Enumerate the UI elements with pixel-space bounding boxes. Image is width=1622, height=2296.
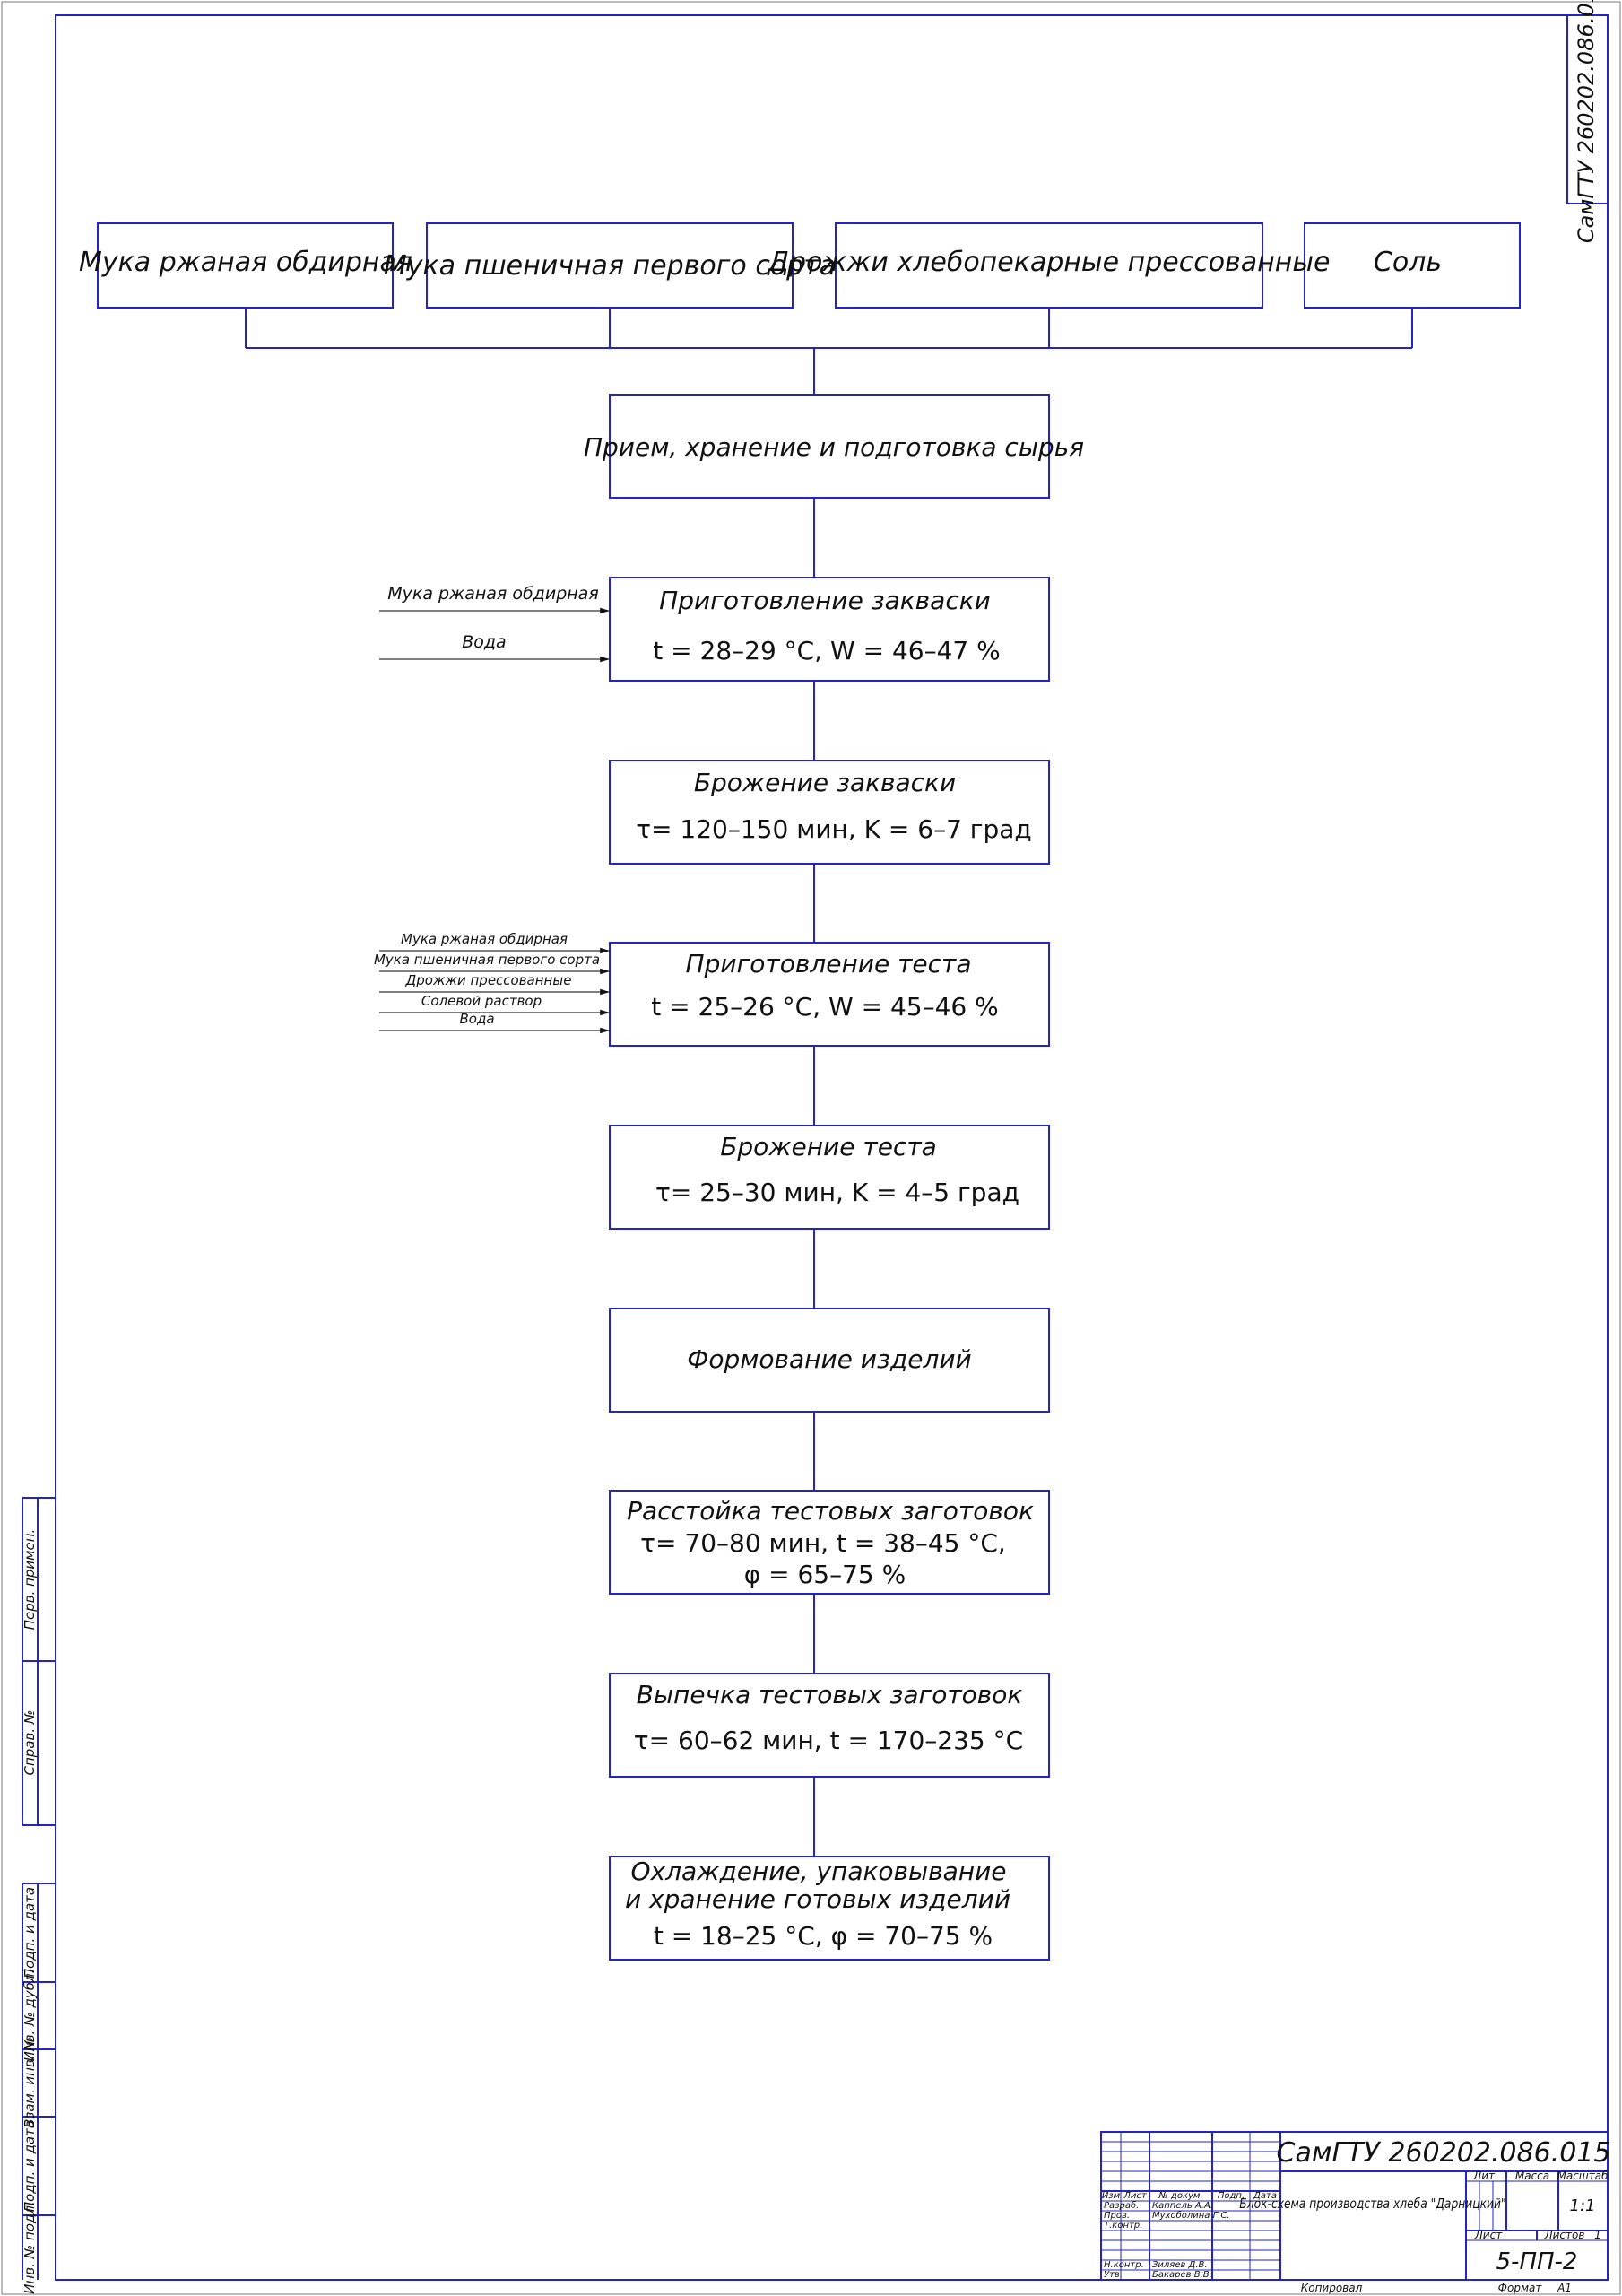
step-box-7	[609, 1673, 1050, 1778]
tb-lit-label: Лит.	[1472, 2170, 1498, 2182]
tb-scale-label: Масштаб	[1557, 2170, 1609, 2182]
feed-label: Дрожжи прессованные	[405, 972, 572, 988]
title-block	[1100, 2131, 1609, 2281]
step-title-4: Брожение теста	[720, 1132, 937, 1161]
tb-scale-value: 1:1	[1570, 2196, 1596, 2215]
step-title-3: Приготовление теста	[686, 949, 972, 978]
side-label-6: Инв. № подл.	[22, 2201, 38, 2293]
step-params-8: t = 18–25 °С, φ = 70–75 %	[654, 1921, 993, 1951]
tb-col-sign: Подп.	[1218, 2191, 1245, 2201]
feed-group-dough	[379, 947, 610, 1034]
tb-format-label: Формат	[1498, 2282, 1543, 2294]
tb-copied-label: Копировал	[1301, 2282, 1363, 2294]
step-title-6: Расстойка тестовых заготовок	[627, 1496, 1034, 1526]
tb-sheets-label: Листов	[1544, 2229, 1585, 2241]
step-title-7: Выпечка тестовых заготовок	[637, 1680, 1023, 1709]
side-label-3: Инв. № дубл.	[22, 1970, 38, 2062]
step-params-6b: φ = 65–75 %	[744, 1560, 906, 1589]
tb-sheet-code: 5-ПП-2	[1496, 2248, 1578, 2275]
step-box-8	[609, 1856, 1050, 1961]
step-params-6a: τ= 70–80 мин, t = 38–45 °С,	[640, 1528, 1006, 1558]
feed-label: Мука ржаная обдирная	[401, 931, 568, 947]
step-box-1	[609, 577, 1050, 682]
tb-name: Каппель А.А.	[1152, 2201, 1213, 2211]
side-label-5: Подп. и дата	[22, 2120, 38, 2212]
feed-group-starter: Мука ржаная обдирная Вода	[379, 584, 610, 663]
feed-label: Мука пшеничная первого сорта	[374, 952, 600, 968]
tb-sheet-label: Лист	[1474, 2229, 1503, 2241]
step-params-1: t = 28–29 °С, W = 46–47 %	[653, 636, 1000, 665]
step-title-5: Формование изделий	[687, 1344, 972, 1374]
input-label-0: Мука ржаная обдирная	[79, 247, 412, 278]
tb-role: Пров.	[1104, 2211, 1130, 2221]
step-params-4: τ= 25–30 мин, K = 4–5 град	[655, 1178, 1019, 1207]
tb-col-list: Лист	[1123, 2191, 1148, 2201]
step-title-1: Приготовление закваски	[659, 586, 991, 615]
side-label-1: Справ. №	[22, 1710, 38, 1776]
step-title-2: Брожение закваски	[694, 768, 956, 797]
tb-role: Разраб.	[1104, 2200, 1139, 2211]
step-box-2	[609, 760, 1050, 865]
tb-col-date: Дата	[1253, 2191, 1277, 2201]
step-box-5	[609, 1308, 1050, 1413]
feed-label: Вода	[459, 1011, 494, 1027]
step-box-6	[609, 1490, 1050, 1595]
side-label-4: Взам. инв. №	[22, 2037, 38, 2128]
tb-mass-label: Масса	[1515, 2170, 1549, 2182]
title-block-doc-code: СамГТУ 260202.086.015	[1277, 2137, 1611, 2169]
input-box-salt	[1304, 222, 1521, 309]
tb-drawing-title: Блок-схема производства хлеба "Дарницкий…	[1239, 2196, 1505, 2212]
drawing-frame	[55, 14, 1609, 2281]
input-label-1: Мука пшеничная первого сорта	[384, 250, 836, 282]
tb-format-value: А1	[1557, 2282, 1572, 2294]
side-label-2: Подп. и дата	[22, 1887, 38, 1979]
step-title-8b: и хранение готовых изделий	[625, 1884, 1010, 1914]
step-box-4	[609, 1125, 1050, 1230]
step-title-8a: Охлаждение, упаковывание	[630, 1857, 1006, 1886]
input-label-2: Дрожжи хлебопекарные прессованные	[767, 247, 1331, 278]
side-label-0: Перв. примен.	[22, 1529, 38, 1631]
tb-name: Бакарев В.В.	[1152, 2270, 1212, 2280]
doc-code-stamp: СамГТУ 260202.086.015	[1566, 0, 1609, 243]
tb-col-izm: Изм	[1102, 2191, 1121, 2201]
step-box-0	[609, 394, 1050, 499]
tb-role: Н.контр.	[1104, 2260, 1144, 2270]
tb-col-doc: № докум.	[1158, 2191, 1202, 2201]
step-title-0: Прием, хранение и подготовка сырья	[584, 432, 1084, 462]
step-params-2: τ= 120–150 мин, K = 6–7 град	[636, 814, 1032, 844]
side-stamp-labels: Перв. примен. Справ. № Подп. и дата Инв.…	[22, 1529, 38, 2294]
feed-label: Вода	[462, 632, 506, 652]
input-collector	[245, 308, 1413, 395]
tb-name: Мухоболина Г.С.	[1152, 2210, 1230, 2221]
feed-label: Мука ржаная обдирная	[387, 584, 599, 604]
side-stamp	[22, 1497, 56, 2280]
feed-label: Солевой раствор	[421, 993, 542, 1009]
doc-code-rotated: СамГТУ 260202.086.015	[1574, 0, 1599, 243]
tb-name: Зиляев Д.В.	[1152, 2260, 1208, 2270]
tb-sheets-value: 1	[1594, 2229, 1601, 2241]
step-params-3: t = 25–26 °С, W = 45–46 %	[651, 992, 998, 1022]
tb-role: Т.контр.	[1104, 2221, 1142, 2231]
tb-role: Утв.	[1104, 2270, 1123, 2280]
input-label-3: Соль	[1374, 247, 1442, 278]
step-box-3	[609, 942, 1050, 1047]
step-params-7: τ= 60–62 мин, t = 170–235 °С	[634, 1726, 1023, 1755]
